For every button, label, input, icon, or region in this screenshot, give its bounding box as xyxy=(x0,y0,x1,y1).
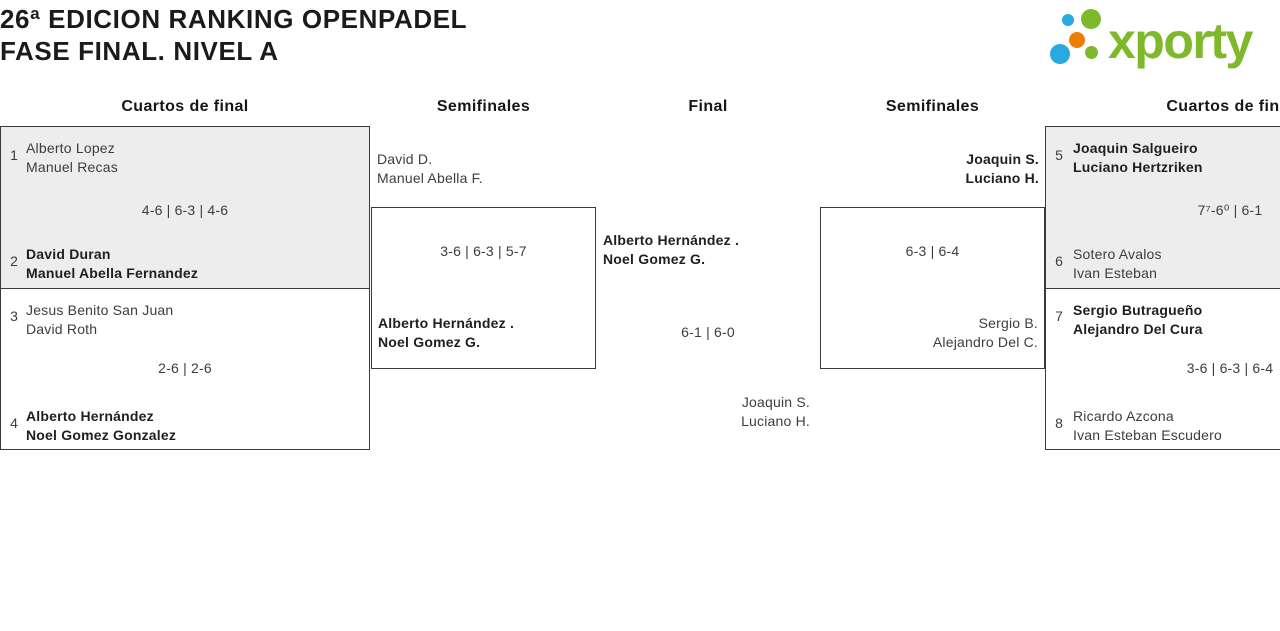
match-qf1[interactable]: 1 Alberto Lopez Manuel Recas 4-6 | 6-3 |… xyxy=(1,127,369,289)
logo-dot-green-large-icon xyxy=(1081,9,1101,29)
team-name-line: Joaquin Salgueiro xyxy=(1073,140,1198,156)
seed-number: 7 xyxy=(1055,308,1063,324)
team-name-line: Manuel Recas xyxy=(26,159,118,175)
logo-dot-blue-small-icon xyxy=(1062,14,1074,26)
match-score: 2-6 | 2-6 xyxy=(158,360,212,376)
team-name-line: Alberto Lopez xyxy=(26,140,115,156)
team-name-line: Alberto Hernández . xyxy=(378,315,515,331)
team-name-line: Joaquin S. xyxy=(741,394,810,410)
team-name-line: Sergio Butragueño xyxy=(1073,302,1203,318)
sf-left-top-team: David D. Manuel Abella F. xyxy=(377,150,483,188)
seed-number: 8 xyxy=(1055,415,1063,431)
team-name-line: Sotero Avalos xyxy=(1073,246,1162,262)
seed-number: 2 xyxy=(10,253,18,269)
team-name-line: Alberto Hernández . xyxy=(603,232,740,248)
team-name-line: Ivan Esteban xyxy=(1073,265,1158,281)
round-header-semifinals-left: Semifinales xyxy=(436,98,531,115)
team-name-line: Luciano Hertzriken xyxy=(1073,159,1203,175)
match-score: 3-6 | 6-3 | 5-7 xyxy=(440,243,527,259)
qf-left-box: 1 Alberto Lopez Manuel Recas 4-6 | 6-3 |… xyxy=(0,126,370,450)
seed-number: 5 xyxy=(1055,147,1063,163)
seed-number: 4 xyxy=(10,415,18,431)
team-name-line: Alejandro Del C. xyxy=(932,334,1038,350)
team-name-line: Noel Gomez Gonzalez xyxy=(26,427,177,443)
xporty-logo[interactable]: xporty xyxy=(1045,2,1280,74)
round-header-final: Final xyxy=(688,98,728,115)
logo-dot-blue-large-icon xyxy=(1050,44,1070,64)
match-score: 4-6 | 6-3 | 4-6 xyxy=(141,202,229,218)
team-name-line: Jesus Benito San Juan xyxy=(26,302,174,318)
logo-dot-green-small-icon xyxy=(1085,46,1098,59)
team-name-line: Ivan Esteban Escudero xyxy=(1073,427,1222,443)
team-name-line: Sergio B. xyxy=(978,315,1038,331)
tournament-title: 26ª EDICION RANKING OPENPADEL xyxy=(0,4,468,34)
team-name-line: David Duran xyxy=(26,246,111,262)
team-name-line: Manuel Abella Fernandez xyxy=(26,265,199,281)
team-name-line: Luciano H. xyxy=(965,170,1039,186)
match-sf-right[interactable]: 6-3 | 6-4 Sergio B. Alejandro Del C. xyxy=(820,207,1045,369)
page-title: 26ª EDICION RANKING OPENPADEL FASE FINAL… xyxy=(0,3,467,67)
round-header-quarterfinals-left: Cuartos de final xyxy=(121,98,249,115)
match-score: 7⁷-6⁰ | 6-1 xyxy=(1197,202,1263,218)
team-name-line: Noel Gomez G. xyxy=(378,334,481,350)
phase-subtitle: FASE FINAL. NIVEL A xyxy=(0,36,279,66)
match-score: 6-1 | 6-0 xyxy=(681,324,735,340)
match-score: 6-3 | 6-4 xyxy=(905,243,960,259)
match-score: 3-6 | 6-3 | 6-4 xyxy=(1186,360,1274,376)
team-name-line: Noel Gomez G. xyxy=(603,251,706,267)
team-name-line: David Roth xyxy=(26,321,98,337)
team-name-line: Joaquin S. xyxy=(966,151,1039,167)
round-header-quarterfinals-right: Cuartos de final xyxy=(1166,98,1280,115)
round-header-semifinals-right: Semifinales xyxy=(885,98,980,115)
team-name-line: Manuel Abella F. xyxy=(377,170,483,186)
seed-number: 3 xyxy=(10,308,18,324)
match-qf2[interactable]: 3 Jesus Benito San Juan David Roth 2-6 |… xyxy=(1,289,369,449)
sf-right-top-team: Joaquin S. Luciano H. xyxy=(821,150,1039,188)
logo-dot-orange-icon xyxy=(1069,32,1085,48)
match-qf4[interactable]: 7 Sergio Butragueño Alejandro Del Cura 3… xyxy=(1046,289,1280,449)
seed-number: 1 xyxy=(10,147,18,163)
xporty-wordmark: xporty xyxy=(1108,13,1253,69)
team-name-line: Ricardo Azcona xyxy=(1073,408,1174,424)
team-name-line: Alejandro Del Cura xyxy=(1073,321,1203,337)
team-name-line: David D. xyxy=(377,151,433,167)
match-qf3[interactable]: 5 Joaquin Salgueiro Luciano Hertzriken 7… xyxy=(1046,127,1280,289)
seed-number: 6 xyxy=(1055,253,1063,269)
match-sf-left[interactable]: 3-6 | 6-3 | 5-7 Alberto Hernández . Noel… xyxy=(371,207,596,369)
qf-right-box: 5 Joaquin Salgueiro Luciano Hertzriken 7… xyxy=(1045,126,1280,450)
team-name-line: Luciano H. xyxy=(741,413,810,429)
match-final[interactable]: Alberto Hernández . Noel Gomez G. 6-1 | … xyxy=(596,225,820,435)
team-name-line: Alberto Hernández xyxy=(26,408,154,424)
